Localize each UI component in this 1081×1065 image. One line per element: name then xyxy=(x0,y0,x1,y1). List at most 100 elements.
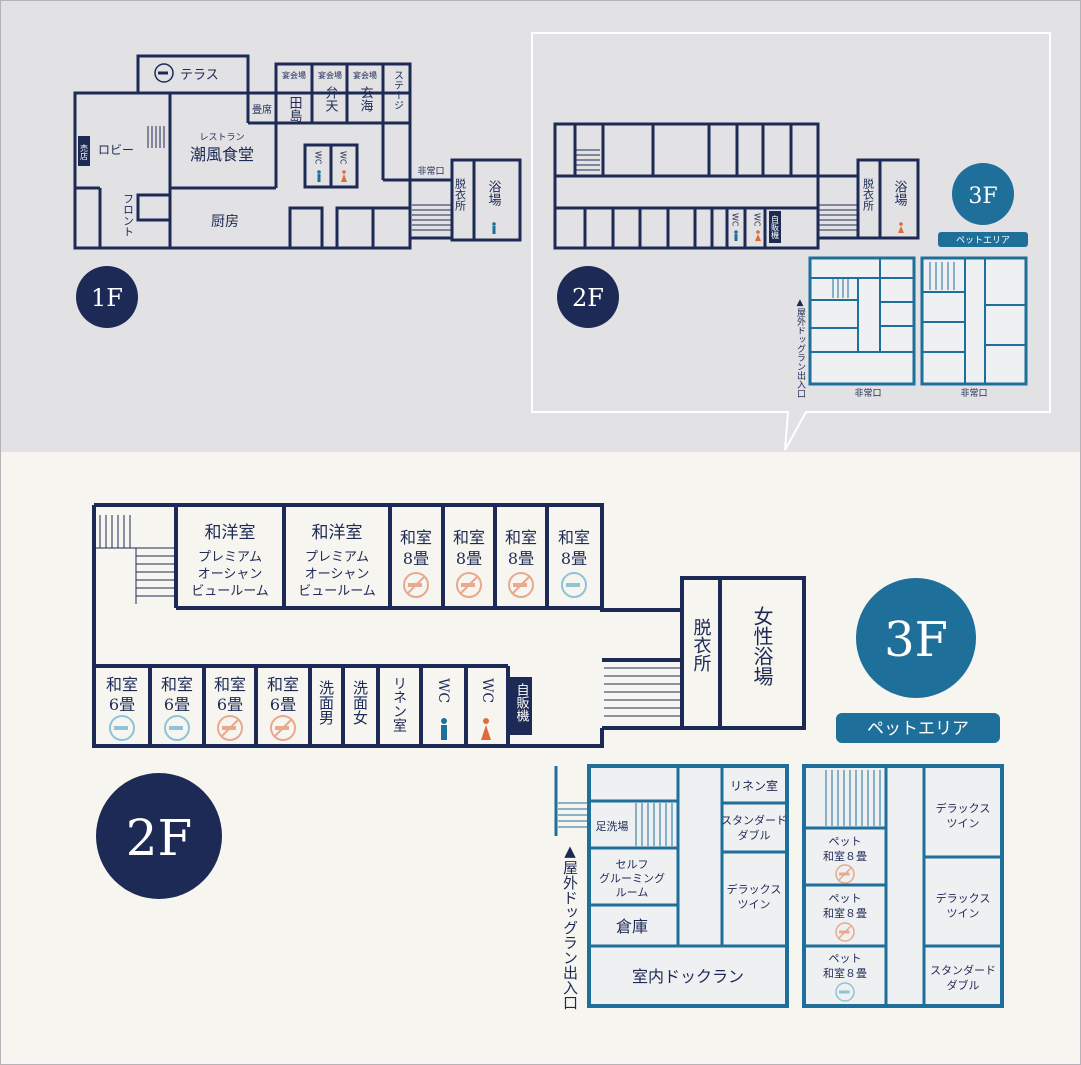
terrace-smoking-icon xyxy=(154,63,174,83)
grooming-room-line3: ルーム xyxy=(616,886,649,899)
room-8jo-4-title: 和室 xyxy=(558,528,590,547)
wc-male-label-2f: WC xyxy=(435,678,451,703)
tatami-seat-label: 畳席 xyxy=(252,103,272,116)
wc-female-label-2f: WC xyxy=(479,678,495,703)
banquet-room-genkai: 玄海 xyxy=(358,86,374,112)
deluxe-twin-3-line2: ツイン xyxy=(947,907,980,920)
room-8jo-4-size: 8畳 xyxy=(561,549,587,568)
pet-room-1-line2: 和室８畳 xyxy=(823,849,867,863)
floor-3f-overview-walls xyxy=(810,258,1026,384)
stairs-1f xyxy=(147,126,452,231)
room-8jo-3-size: 8畳 xyxy=(508,549,534,568)
standard-double-1-line2: ダブル xyxy=(738,828,771,842)
standard-double-2-line2: ダブル xyxy=(947,978,980,992)
floor-badge-2f-overview: 2F xyxy=(557,266,619,328)
indoor-dog-run-label: 室内ドックラン xyxy=(632,967,744,986)
shop-sign xyxy=(78,136,90,166)
linen-room-label-2f: リネン室 xyxy=(391,676,407,732)
wc-label-male-2f-overview: WC xyxy=(731,213,740,227)
standard-double-1-line1: スタンダード xyxy=(721,813,787,827)
room-8jo-2-title: 和室 xyxy=(453,528,485,547)
room-premium-2-line2: オーシャン xyxy=(305,567,370,582)
deluxe-twin-2-line2: ツイン xyxy=(947,817,980,830)
restaurant-sub-label: レストラン xyxy=(199,132,244,143)
changing-room-label-1f: 脱衣所 xyxy=(454,177,467,212)
vending-label-2f: 自販機 xyxy=(514,683,530,722)
front-label: フロント xyxy=(122,193,135,237)
dog-run-entrance-label: ▲屋外ドッグラン出入口 xyxy=(561,842,579,1010)
floor-label-2f-overview: 2F xyxy=(572,284,604,312)
banquet-room-benten: 弁天 xyxy=(323,86,339,112)
dog-run-entrance-label-overview: ▲屋外ドッグラン出入口 xyxy=(795,298,806,398)
emergency-exit-label-3f-left: 非常口 xyxy=(854,387,881,399)
stairs-2f-detail xyxy=(96,515,680,717)
emergency-exit-label-1f: 非常口 xyxy=(417,165,444,177)
deluxe-twin-1-line1: デラックス xyxy=(727,882,782,896)
standard-double-2-line1: スタンダード xyxy=(930,963,996,977)
room-6jo-2-title: 和室 xyxy=(161,675,193,694)
kitchen-label: 厨房 xyxy=(211,214,239,230)
room-6jo-4-title: 和室 xyxy=(267,675,299,694)
room-premium-1-line1: プレミアム xyxy=(198,550,262,565)
foot-wash-label: 足洗場 xyxy=(596,820,629,833)
floor-badge-3f-overview: 3F xyxy=(952,163,1014,225)
room-premium-1-line3: ビュールーム xyxy=(191,584,269,599)
room-6jo-1-title: 和室 xyxy=(106,675,138,694)
floor-label-1f: 1F xyxy=(91,284,123,312)
vending-sign-2f-overview xyxy=(769,211,781,243)
changing-room-label-2f: 脱衣所 xyxy=(691,618,712,672)
room-premium-1-line2: オーシャン xyxy=(198,567,263,582)
grooming-room-line2: グルーミング xyxy=(599,871,665,885)
room-8jo-2-size: 8畳 xyxy=(456,549,482,568)
room-8jo-3-title: 和室 xyxy=(505,528,537,547)
male-icon xyxy=(492,222,496,234)
grooming-room-line1: セルフ xyxy=(616,858,649,871)
washroom-female-label: 洗面女 xyxy=(351,680,369,725)
wc-label-male-1f: WC xyxy=(314,151,323,165)
banquet-room-tajima: 田島 xyxy=(287,96,302,122)
room-6jo-4-size: 6畳 xyxy=(270,695,296,714)
room-6jo-3-title: 和室 xyxy=(214,675,246,694)
floor-badge-3f: 3F xyxy=(856,578,976,698)
pet-room-2-line2: 和室８畳 xyxy=(823,906,867,920)
wc-label-female-2f-overview: WC xyxy=(753,213,762,227)
vending-label-2f-overview: 自販機 xyxy=(771,214,780,240)
bath-label-1f: 浴場 xyxy=(486,180,502,206)
storage-label: 倉庫 xyxy=(616,917,648,936)
stairs-2f-overview xyxy=(575,149,858,231)
floor-badge-2f: 2F xyxy=(96,773,222,899)
floor-3f-detail-walls xyxy=(554,766,1002,1006)
banquet-label-3: 宴会場 xyxy=(353,70,377,80)
callout-frame xyxy=(531,32,1051,451)
room-8jo-1-title: 和室 xyxy=(400,528,432,547)
floor-3f-detail-plan xyxy=(587,764,1004,1008)
stairs-3f-overview xyxy=(832,262,955,298)
floor-label-3f: 3F xyxy=(884,612,948,668)
linen-room-label-3f: リネン室 xyxy=(730,778,778,793)
male-icon xyxy=(734,230,738,241)
room-premium-2-line1: プレミアム xyxy=(305,550,369,565)
restaurant-label: 潮風食堂 xyxy=(190,145,254,164)
womens-bath-label-2f: 女性浴場 xyxy=(750,606,774,686)
stage-label: ステージ xyxy=(392,70,403,110)
banquet-label-2: 宴会場 xyxy=(318,70,342,80)
banquet-label-1: 宴会場 xyxy=(282,70,306,80)
room-8jo-1-size: 8畳 xyxy=(403,549,429,568)
pet-area-label-overview: ペットエリア xyxy=(956,236,1010,246)
floor-badge-1f: 1F xyxy=(76,266,138,328)
male-icon xyxy=(441,718,447,740)
vending-sign-2f xyxy=(510,677,532,735)
room-premium-2-line3: ビュールーム xyxy=(298,584,376,599)
pet-room-2-line1: ペット xyxy=(829,892,862,905)
deluxe-twin-3-line1: デラックス xyxy=(936,891,991,905)
pet-room-3-line1: ペット xyxy=(829,952,862,965)
pet-area-tag-overview xyxy=(938,232,1028,247)
shop-label: 売店 xyxy=(80,143,89,161)
lobby-label: ロビー xyxy=(98,143,134,157)
pet-area-label: ペットエリア xyxy=(867,719,969,739)
pet-room-1-line1: ペット xyxy=(829,835,862,848)
floor-label-3f-overview: 3F xyxy=(968,184,997,209)
bath-label-2f-overview: 浴場 xyxy=(892,180,908,206)
terrace-label: テラス xyxy=(180,68,219,83)
